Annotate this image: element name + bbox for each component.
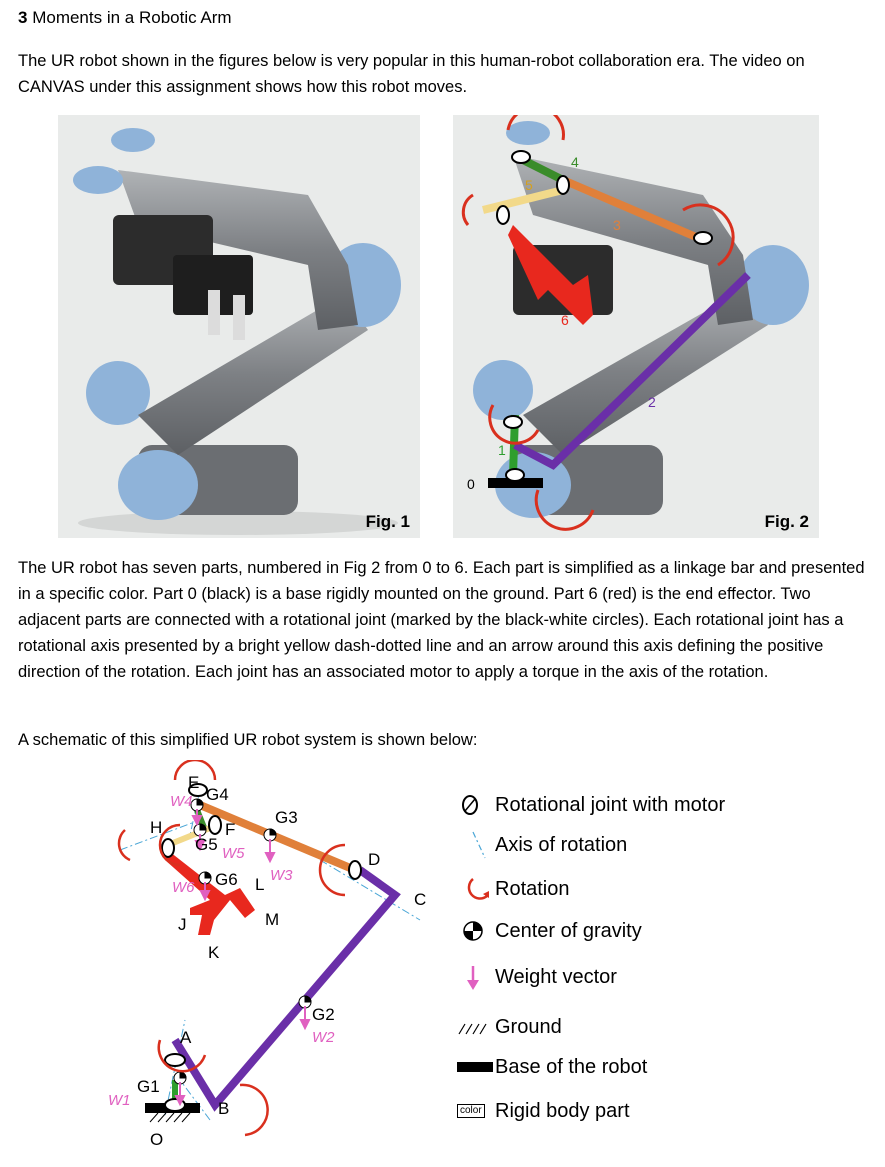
weight-vector-icon	[455, 962, 495, 992]
center-label-G1: G1	[137, 1077, 160, 1096]
legend-item-joint: Rotational joint with motor	[455, 790, 725, 820]
point-label-C: C	[414, 890, 426, 909]
part-label-4: 4	[571, 154, 579, 170]
description-paragraph: The UR robot has seven parts, numbered i…	[18, 559, 865, 681]
part-label-5: 5	[525, 177, 533, 193]
point-label-F: F	[225, 820, 235, 839]
legend-label-axis: Axis of rotation	[495, 833, 628, 856]
legend-item-rotation: Rotation	[455, 874, 570, 904]
weight-label-W2: W2	[312, 1029, 335, 1046]
legend-item-weight: Weight vector	[455, 962, 617, 992]
figure-2-annotated: 0 1 2 3 4 5 6 Fig. 2	[453, 115, 819, 538]
part-label-2: 2	[648, 394, 656, 410]
robot-schematic: E G4 F H G5 G3 D G6 L C J M K G2 A G1 B …	[108, 760, 426, 1149]
point-label-E: E	[188, 773, 199, 792]
robot-base-icon	[455, 1052, 495, 1082]
center-of-gravity-icon	[455, 916, 495, 946]
weight-label-W4: W4	[170, 793, 193, 810]
weight-label-W3: W3	[270, 867, 293, 884]
point-label-A: A	[180, 1028, 192, 1047]
rotation-arrow-icon	[455, 874, 495, 904]
weight-label-W1: W1	[108, 1092, 131, 1109]
point-label-M: M	[265, 910, 279, 929]
rotational-joint-icon	[455, 790, 495, 820]
part-label-1: 1	[498, 442, 506, 458]
legend-label-rotation: Rotation	[495, 877, 570, 900]
ground-hatch-icon	[455, 1012, 495, 1042]
point-label-J: J	[178, 915, 187, 934]
legend-item-axis: Axis of rotation	[455, 830, 627, 860]
point-label-O: O	[150, 1130, 163, 1149]
point-label-L: L	[255, 875, 264, 894]
weight-label-W6: W6	[172, 879, 195, 896]
legend-label-center: Center of gravity	[495, 919, 642, 942]
point-label-K: K	[208, 943, 220, 962]
legend-item-base: Base of the robot	[455, 1052, 647, 1082]
center-label-G6: G6	[215, 870, 238, 889]
figure-1-photo: Fig. 1	[58, 115, 420, 538]
point-label-H: H	[150, 818, 162, 837]
section-number: 3	[18, 8, 28, 27]
legend-item-ground: Ground	[455, 1012, 562, 1042]
center-label-G5: G5	[195, 835, 218, 854]
point-label-D: D	[368, 850, 380, 869]
figure-2-caption: Fig. 2	[764, 512, 809, 531]
annotated-robot-illustration: 0 1 2 3 4 5 6	[461, 115, 809, 531]
center-label-G2: G2	[312, 1005, 335, 1024]
legend-label-weight: Weight vector	[495, 965, 617, 988]
legend-item-rigid-body: color Rigid body part	[455, 1096, 630, 1126]
center-label-G4: G4	[206, 785, 229, 804]
schematic-intro: A schematic of this simplified UR robot …	[18, 731, 478, 749]
section-title: Moments in a Robotic Arm	[32, 8, 232, 27]
center-label-G3: G3	[275, 808, 298, 827]
axis-of-rotation-icon	[455, 830, 495, 860]
weight-label-W5: W5	[222, 845, 245, 862]
part-label-6: 6	[561, 312, 569, 328]
legend-label-base: Base of the robot	[495, 1055, 648, 1078]
rigid-body-part-icon: color	[455, 1096, 495, 1126]
legend-label-joint: Rotational joint with motor	[495, 793, 726, 816]
part-label-0: 0	[467, 476, 475, 492]
figure-1-caption: Fig. 1	[365, 512, 410, 531]
section-heading: 3 Moments in a Robotic Arm	[18, 8, 232, 28]
legend-item-center: Center of gravity	[455, 916, 642, 946]
robot-photo-illustration	[73, 128, 401, 535]
legend-label-ground: Ground	[495, 1015, 562, 1038]
legend-label-rigid-body: Rigid body part	[495, 1099, 630, 1122]
rigid-body-swatch-text: color	[457, 1104, 485, 1118]
point-label-B: B	[218, 1099, 229, 1118]
intro-paragraph: The UR robot shown in the figures below …	[18, 52, 805, 96]
part-label-3: 3	[613, 217, 621, 233]
